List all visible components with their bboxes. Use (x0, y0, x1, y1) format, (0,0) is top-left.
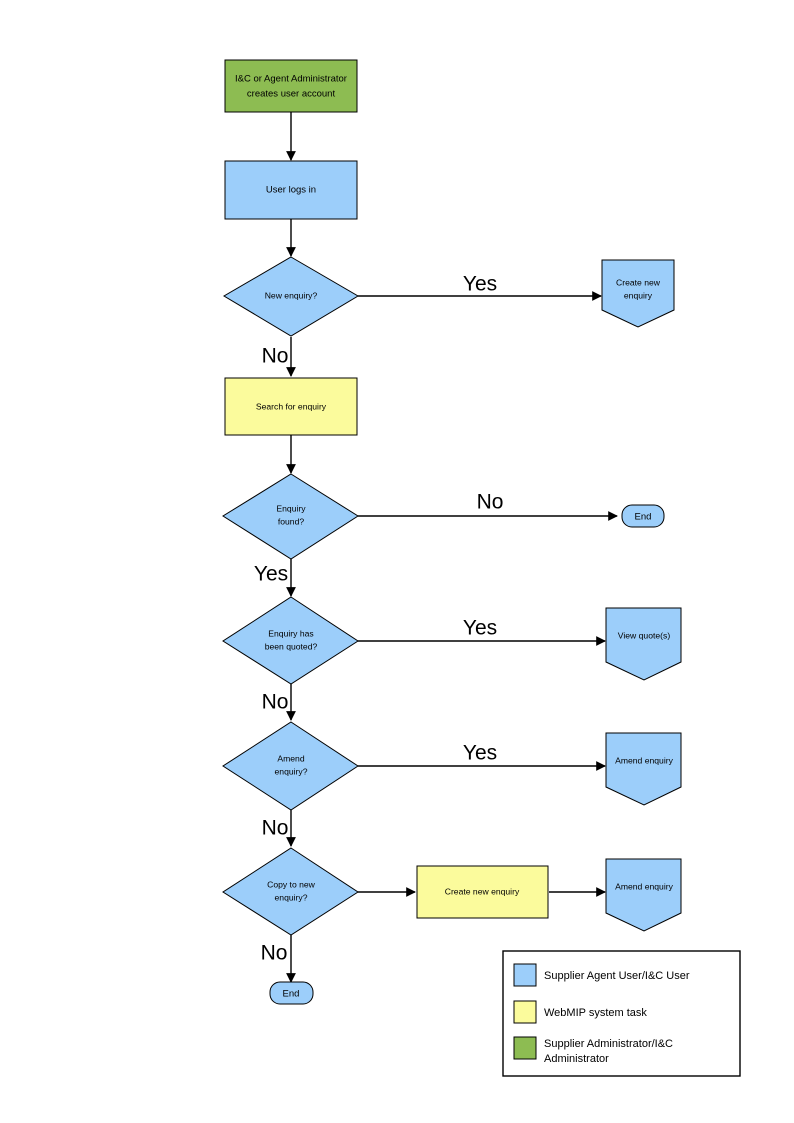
legend-swatch-yellow (513, 1000, 537, 1024)
node-amend-enquiry-mid[interactable]: Amend enquiry (605, 732, 682, 806)
node-new-enquiry-label: New enquiry? (265, 290, 318, 300)
connector-layer (286, 112, 618, 983)
node-create-new-enquiry-bottom[interactable]: Create new enquiry (416, 865, 549, 919)
node-create-new-enquiry-bottom-label: Create new enquiry (445, 886, 520, 896)
edge-label-enquiry-found-no: No (477, 491, 504, 514)
node-create-user-account[interactable]: I&C or Agent Administrator creates user … (224, 59, 358, 113)
legend-border (502, 950, 741, 1077)
node-enquiry-quoted-decision[interactable]: Enquiry has been quoted? (222, 596, 359, 685)
legend-item-supplier-administrator: Supplier Administrator/I&C Administrator (513, 1036, 673, 1065)
node-search-for-enquiry-label: Search for enquiry (256, 401, 327, 411)
edge-label-quoted-no: No (262, 691, 289, 714)
edge-label-copy-no: No (261, 942, 288, 965)
node-enquiry-found-decision[interactable]: Enquiry found? (222, 473, 359, 560)
node-create-new-enquiry-top-line2: enquiry (624, 290, 653, 300)
node-enquiry-found-line1: Enquiry (276, 503, 306, 513)
node-view-quotes[interactable]: View quote(s) (605, 607, 682, 681)
legend-label-webmip-system-task: WebMIP system task (544, 1007, 647, 1019)
edge-label-enquiry-found-yes: Yes (254, 563, 288, 586)
legend: Supplier Agent User/I&C User WebMIP syst… (502, 950, 741, 1077)
node-create-new-enquiry-top-line1: Create new (616, 277, 661, 287)
legend-item-webmip-system-task: WebMIP system task (513, 1000, 647, 1024)
node-end-top-label: End (635, 512, 652, 523)
node-enquiry-quoted-line2: been quoted? (265, 641, 318, 651)
node-enquiry-found-line2: found? (278, 516, 305, 526)
node-create-new-enquiry-top[interactable]: Create new enquiry (601, 259, 675, 328)
node-end-bottom-label: End (283, 989, 300, 1000)
node-create-user-account-line2: creates user account (247, 89, 336, 100)
node-enquiry-quoted-line1: Enquiry has (268, 628, 313, 638)
edge-label-quoted-yes: Yes (463, 617, 497, 640)
edge-label-new-enquiry-no: No (262, 345, 289, 368)
node-copy-to-new-enquiry-line1: Copy to new (267, 879, 316, 889)
node-end-top[interactable]: End (621, 504, 665, 528)
legend-label-supplier-administrator-line1: Supplier Administrator/I&C (544, 1038, 673, 1050)
node-amend-enquiry-bottom-label: Amend enquiry (615, 881, 674, 891)
legend-swatch-blue (513, 963, 537, 987)
legend-label-supplier-agent-user: Supplier Agent User/I&C User (544, 970, 690, 982)
edge-label-amend-yes: Yes (463, 742, 497, 765)
node-amend-enquiry-bottom[interactable]: Amend enquiry (605, 858, 682, 932)
node-copy-to-new-enquiry-decision[interactable]: Copy to new enquiry? (222, 847, 359, 936)
legend-swatch-green (513, 1036, 537, 1060)
node-view-quotes-label: View quote(s) (618, 630, 671, 640)
node-user-logs-in-label: User logs in (266, 185, 316, 196)
node-amend-enquiry-line2: enquiry? (275, 766, 308, 776)
node-end-bottom[interactable]: End (269, 981, 314, 1005)
edge-label-amend-no: No (262, 817, 289, 840)
node-amend-enquiry-mid-label: Amend enquiry (615, 755, 674, 765)
legend-item-supplier-agent-user: Supplier Agent User/I&C User (513, 963, 690, 987)
node-user-logs-in[interactable]: User logs in (224, 160, 358, 220)
node-search-for-enquiry[interactable]: Search for enquiry (224, 377, 358, 436)
legend-label-supplier-administrator-line2: Administrator (544, 1053, 609, 1065)
node-amend-enquiry-decision[interactable]: Amend enquiry? (222, 721, 359, 811)
edge-label-layer: Yes No No Yes Yes No Yes No No (254, 273, 504, 965)
node-new-enquiry-decision[interactable]: New enquiry? (223, 256, 359, 337)
node-create-user-account-line1: I&C or Agent Administrator (235, 74, 347, 85)
node-copy-to-new-enquiry-line2: enquiry? (275, 892, 308, 902)
edge-label-new-enquiry-yes: Yes (463, 273, 497, 296)
node-amend-enquiry-line1: Amend (277, 753, 304, 763)
